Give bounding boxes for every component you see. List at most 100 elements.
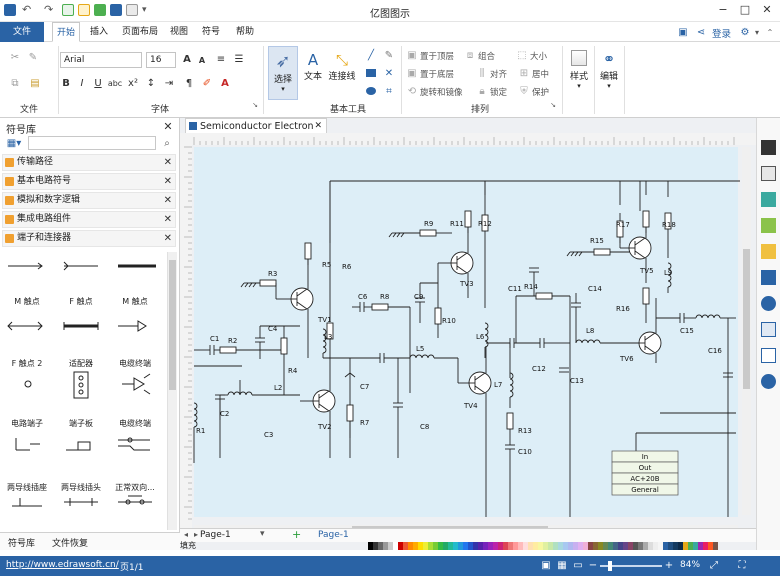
lock-button[interactable]: 锁定 [490,88,508,98]
palette-swatch[interactable] [628,542,633,550]
palette-swatch[interactable] [613,542,618,550]
tab-page-layout[interactable]: 页面布局 [122,27,159,37]
protect-button[interactable]: 保护 [532,88,550,98]
symbol-m-contact-2[interactable]: M 触点 [108,294,162,348]
website-link[interactable]: http://www.edrawsoft.cn/ [6,560,119,570]
palette-swatch[interactable] [663,542,668,550]
shrink-font-icon[interactable]: A [198,55,206,65]
tab-help[interactable]: 帮助 [236,27,255,37]
tab-symbol-library[interactable]: 符号库 [8,539,36,549]
search-icon[interactable]: ⌕ [164,137,170,149]
tab-insert[interactable]: 插入 [90,27,109,37]
bold-button[interactable]: B [62,77,70,89]
io-table-cell[interactable] [611,483,679,496]
palette-swatch[interactable] [433,542,438,550]
symbol-two-wire-socket[interactable]: 两导线插座 [0,480,54,534]
zoom-out-icon[interactable]: − [588,559,598,571]
palette-swatch[interactable] [448,542,453,550]
symbol-two-wire-plug[interactable]: 两导线插头 [54,480,108,534]
color-palette[interactable] [180,541,756,551]
palette-swatch[interactable] [648,542,653,550]
symbol-m-contact[interactable]: M 触点 [0,294,54,348]
palette-swatch[interactable] [513,542,518,550]
globe-icon[interactable] [761,296,776,311]
palette-swatch[interactable] [418,542,423,550]
symbol-f-contact[interactable]: F 触点 [54,294,108,348]
palette-swatch[interactable] [383,542,388,550]
palette-swatch[interactable] [713,542,718,550]
palette-swatch[interactable] [693,542,698,550]
palette-swatch[interactable] [633,542,638,550]
customize-icon[interactable]: ▾ [142,5,147,15]
palette-swatch[interactable] [413,542,418,550]
palette-swatch[interactable] [523,542,528,550]
palette-swatch[interactable] [688,542,693,550]
palette-swatch[interactable] [483,542,488,550]
indent-icon[interactable]: ⇥ [164,77,174,89]
library-search-input[interactable] [28,136,156,150]
close-icon[interactable]: ✕ [163,119,173,133]
ellipse-icon[interactable] [364,84,378,98]
next-page-icon[interactable]: ▸ [194,530,199,539]
fit-width-icon[interactable]: ▭ [573,559,583,571]
group-button[interactable]: 组合 [478,52,496,62]
palette-swatch[interactable] [708,542,713,550]
export-icon[interactable] [126,4,138,16]
copy-icon[interactable]: ⧉ [11,77,19,89]
palette-swatch[interactable] [428,542,433,550]
palette-swatch[interactable] [553,542,558,550]
underline-button[interactable]: U [94,77,102,89]
size-button[interactable]: 大小 [530,52,548,62]
ribbon-collapse-icon[interactable]: ⌃ [766,27,774,37]
print-icon[interactable] [110,4,122,16]
symbol-terminal-board[interactable]: 端子板 [54,416,108,470]
palette-swatch[interactable] [643,542,648,550]
symbol-adapter[interactable]: 适配器 [54,356,108,410]
palette-swatch[interactable] [408,542,413,550]
palette-swatch[interactable] [503,542,508,550]
palette-swatch[interactable] [488,542,493,550]
tab-symbols[interactable]: 符号 [202,27,221,37]
grow-font-icon[interactable]: A [183,53,191,65]
font-name-select[interactable]: Arial [60,52,142,68]
fit-page-icon[interactable]: ▦ [557,559,567,571]
palette-swatch[interactable] [378,542,383,550]
highlight-icon[interactable]: ✐ [202,77,212,89]
palette-swatch[interactable] [678,542,683,550]
palette-swatch[interactable] [563,542,568,550]
symbol-bidirectional[interactable]: 正常双向... [108,480,162,534]
palette-swatch[interactable] [653,542,658,550]
symbol-circuit-terminal[interactable]: 电路端子 [0,416,54,470]
tab-file-recovery[interactable]: 文件恢复 [52,539,89,549]
library-menu-icon[interactable]: ▦▾ [6,137,22,149]
rectangle-icon[interactable] [364,66,378,80]
center-button[interactable]: 居中 [532,70,550,80]
list-icon[interactable]: ☰ [234,53,244,65]
settings-icon[interactable]: ⚙ [740,26,750,38]
superscript-icon[interactable]: x² [128,77,138,89]
style-button[interactable]: 样式 ▾ [566,46,592,100]
palette-swatch[interactable] [618,542,623,550]
category-terminals-connectors[interactable]: 端子和连接器✕ [2,230,176,247]
palette-swatch[interactable] [673,542,678,550]
palette-swatch[interactable] [658,542,663,550]
format-painter-icon[interactable]: ✎ [28,51,38,63]
close-icon[interactable]: ✕ [314,121,322,131]
new-icon[interactable] [62,4,74,16]
palette-swatch[interactable] [388,542,393,550]
close-icon[interactable]: ✕ [762,3,772,16]
align-button[interactable]: 对齐 [490,70,508,80]
palette-swatch[interactable] [438,542,443,550]
line-style-icon[interactable] [761,166,776,181]
shadow-icon[interactable] [761,192,776,207]
palette-swatch[interactable] [458,542,463,550]
palette-swatch[interactable] [603,542,608,550]
rotate-mirror-button[interactable]: 旋转和镜像 [420,88,463,98]
page-icon[interactable] [761,270,776,285]
minimize-icon[interactable]: − [718,3,728,16]
palette-swatch[interactable] [608,542,613,550]
palette-swatch[interactable] [588,542,593,550]
palette-swatch[interactable] [493,542,498,550]
italic-button[interactable]: I [80,77,84,89]
palette-swatch[interactable] [698,542,703,550]
